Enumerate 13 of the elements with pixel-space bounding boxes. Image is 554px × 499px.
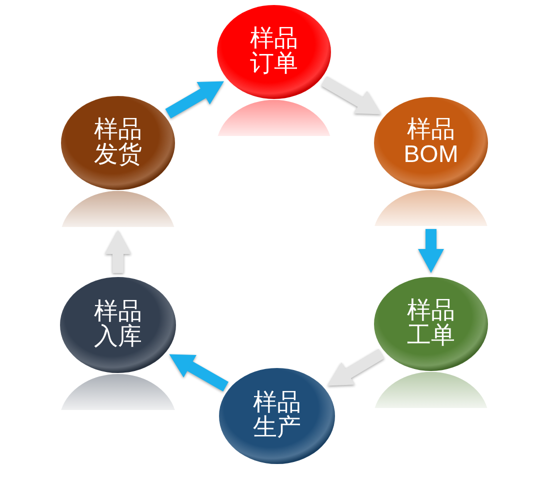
step-label: 样品生产 [252,390,302,440]
step-label: 样品入库 [93,299,143,349]
step-label: 样品订单 [249,26,299,76]
step-ellipse [218,367,336,465]
step-label: 样品发货 [93,117,143,167]
step-ellipse [60,95,176,227]
step-label: 样品BOM [403,117,459,167]
step-ellipse [216,4,332,136]
step-ellipse [373,276,489,408]
step-ellipse [373,96,489,226]
arrow [105,230,131,273]
step-ellipse [59,276,177,410]
step-label: 样品工单 [406,298,456,348]
